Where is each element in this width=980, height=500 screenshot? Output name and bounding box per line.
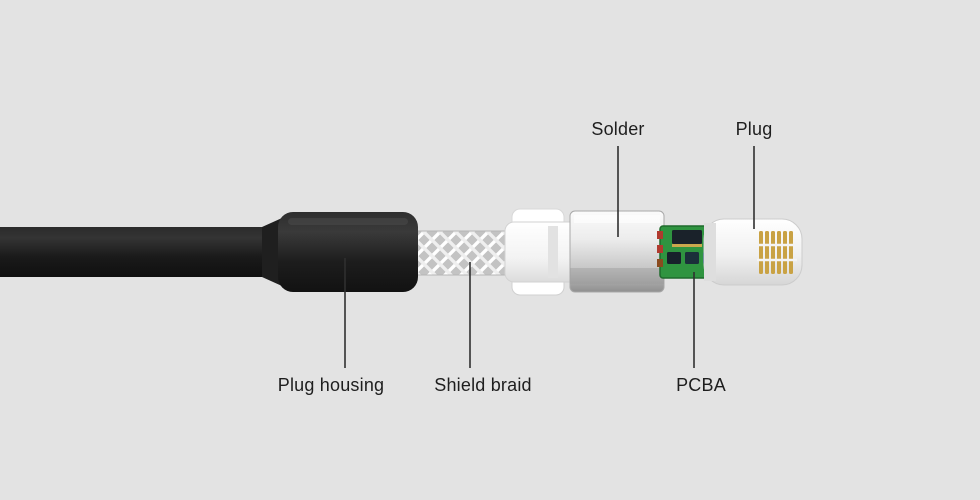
cable [0,218,282,286]
shield-braid-label: Shield braid [434,375,532,395]
plug-contacts [759,231,793,274]
plug-label: Plug [735,119,773,139]
plug-part [703,218,803,286]
solder-label: Solder [591,119,645,139]
pcba-label: PCBA [676,375,726,395]
plug-housing-part [278,212,418,292]
solder-shield [569,210,665,293]
strain-relief [504,208,590,296]
shield-braid-part [409,230,515,276]
leader-lines [344,146,755,368]
plug-housing-label: Plug housing [277,375,385,395]
